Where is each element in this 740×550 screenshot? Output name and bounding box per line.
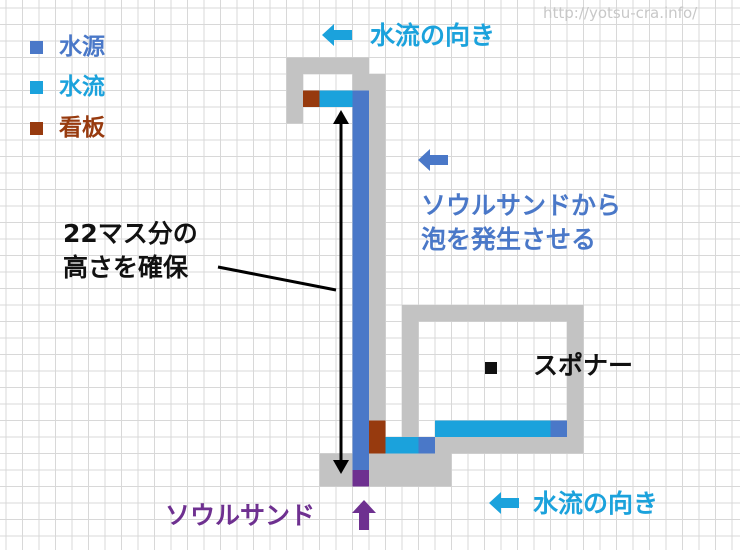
- sign-block: [303, 90, 320, 107]
- soul-sand-note-line1: ソウルサンドから: [421, 191, 622, 220]
- spawner-marker-icon: [485, 362, 497, 374]
- water-flow-block: [319, 90, 353, 107]
- flow-direction-label-top: 水流の向き: [370, 21, 496, 50]
- soul-sand-note-line2: 泡を発生させる: [421, 225, 597, 254]
- wall-block: [567, 321, 584, 454]
- legend-item-sign: 看板: [30, 113, 105, 143]
- wall-block: [286, 74, 303, 124]
- legend-label-sign: 看板: [59, 115, 105, 141]
- legend-item-water-flow: 水流: [30, 72, 105, 102]
- spawner-label: スポナー: [533, 351, 634, 380]
- legend-swatch-sign: [30, 121, 43, 135]
- height-note-line1: 22マス分の: [63, 219, 198, 248]
- height-leader-line: [217, 265, 337, 292]
- water-source-column: [352, 90, 369, 470]
- water-source-block: [550, 420, 567, 437]
- legend-swatch-water-flow: [30, 80, 43, 94]
- legend-item-water-source: 水源: [30, 32, 105, 62]
- height-arrow-head-top: [333, 110, 349, 124]
- height-arrow-head-bottom: [333, 460, 349, 474]
- wall-block: [402, 305, 584, 322]
- water-source-block: [418, 437, 435, 454]
- height-note-line2: 高さを確保: [63, 253, 189, 282]
- arrow-left-icon-bottom: [489, 492, 519, 514]
- legend-label-water-source: 水源: [59, 34, 105, 60]
- water-flow-block: [385, 437, 419, 454]
- wall-block: [418, 437, 584, 454]
- flow-direction-label-bottom: 水流の向き: [533, 489, 659, 518]
- legend-label-water-flow: 水流: [59, 74, 105, 100]
- arrow-left-icon-middle: [418, 149, 448, 171]
- soul-sand-block: [352, 470, 369, 487]
- wall-block: [286, 57, 369, 74]
- soul-sand-label: ソウルサンド: [165, 501, 316, 530]
- arrow-up-icon: [352, 500, 376, 530]
- watermark: http://yotsu-cra.info/: [543, 4, 698, 22]
- legend-swatch-water-source: [30, 40, 43, 54]
- water-flow-block: [435, 420, 551, 437]
- wall-block: [402, 321, 419, 437]
- sign-block: [369, 420, 386, 454]
- arrow-left-icon-top: [322, 24, 352, 46]
